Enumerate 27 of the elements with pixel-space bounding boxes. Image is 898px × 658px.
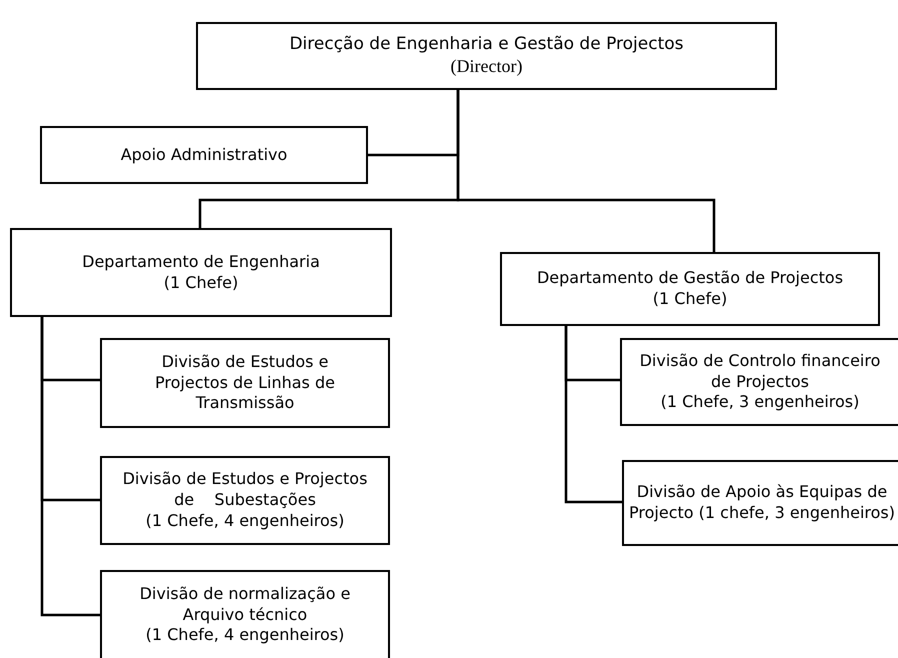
unit-box <box>40 126 368 184</box>
staff-note: (Director) <box>450 55 522 78</box>
unit-name: Divisão de Estudos e Projectos de Subestações <box>122 469 368 511</box>
unit-name: Divisão de Apoio às Equipas de Projecto (1 chefe, 3 engenheiros) <box>628 482 896 524</box>
unit-name: Divisão de Estudos e Projectos de Linhas de Transmissão <box>154 352 336 414</box>
division-box <box>100 456 390 545</box>
staff-note: (1 Chefe, 4 engenheiros) <box>146 510 344 532</box>
division-box <box>622 460 898 546</box>
connector-line <box>564 326 622 504</box>
connector-line <box>456 90 716 252</box>
staff-note: (1 Chefe) <box>652 289 728 310</box>
unit-name: Departamento de Gestão de Projectos <box>536 268 844 289</box>
unit-name: Departamento de Engenharia <box>82 252 320 272</box>
staff-note: (1 Chefe) <box>164 272 238 294</box>
unit-name: Divisão de Controlo financeiro de Projectos <box>638 350 882 392</box>
unit-name: Apoio Administrativo <box>120 144 288 166</box>
unit-name: Divisão de normalização e Arquivo técnico <box>138 584 352 626</box>
connector-line <box>40 317 100 616</box>
division-box <box>620 338 898 426</box>
title-box <box>196 22 777 90</box>
staff-note: (1 Chefe, 3 engenheiros) <box>660 392 860 414</box>
division-box <box>100 570 390 658</box>
department-box <box>10 228 392 317</box>
unit-name: Direcção de Engenharia e Gestão de Projectos <box>289 33 684 56</box>
department-box <box>500 252 880 326</box>
staff-note: (1 Chefe, 4 engenheiros) <box>146 625 344 646</box>
division-box <box>100 338 390 428</box>
